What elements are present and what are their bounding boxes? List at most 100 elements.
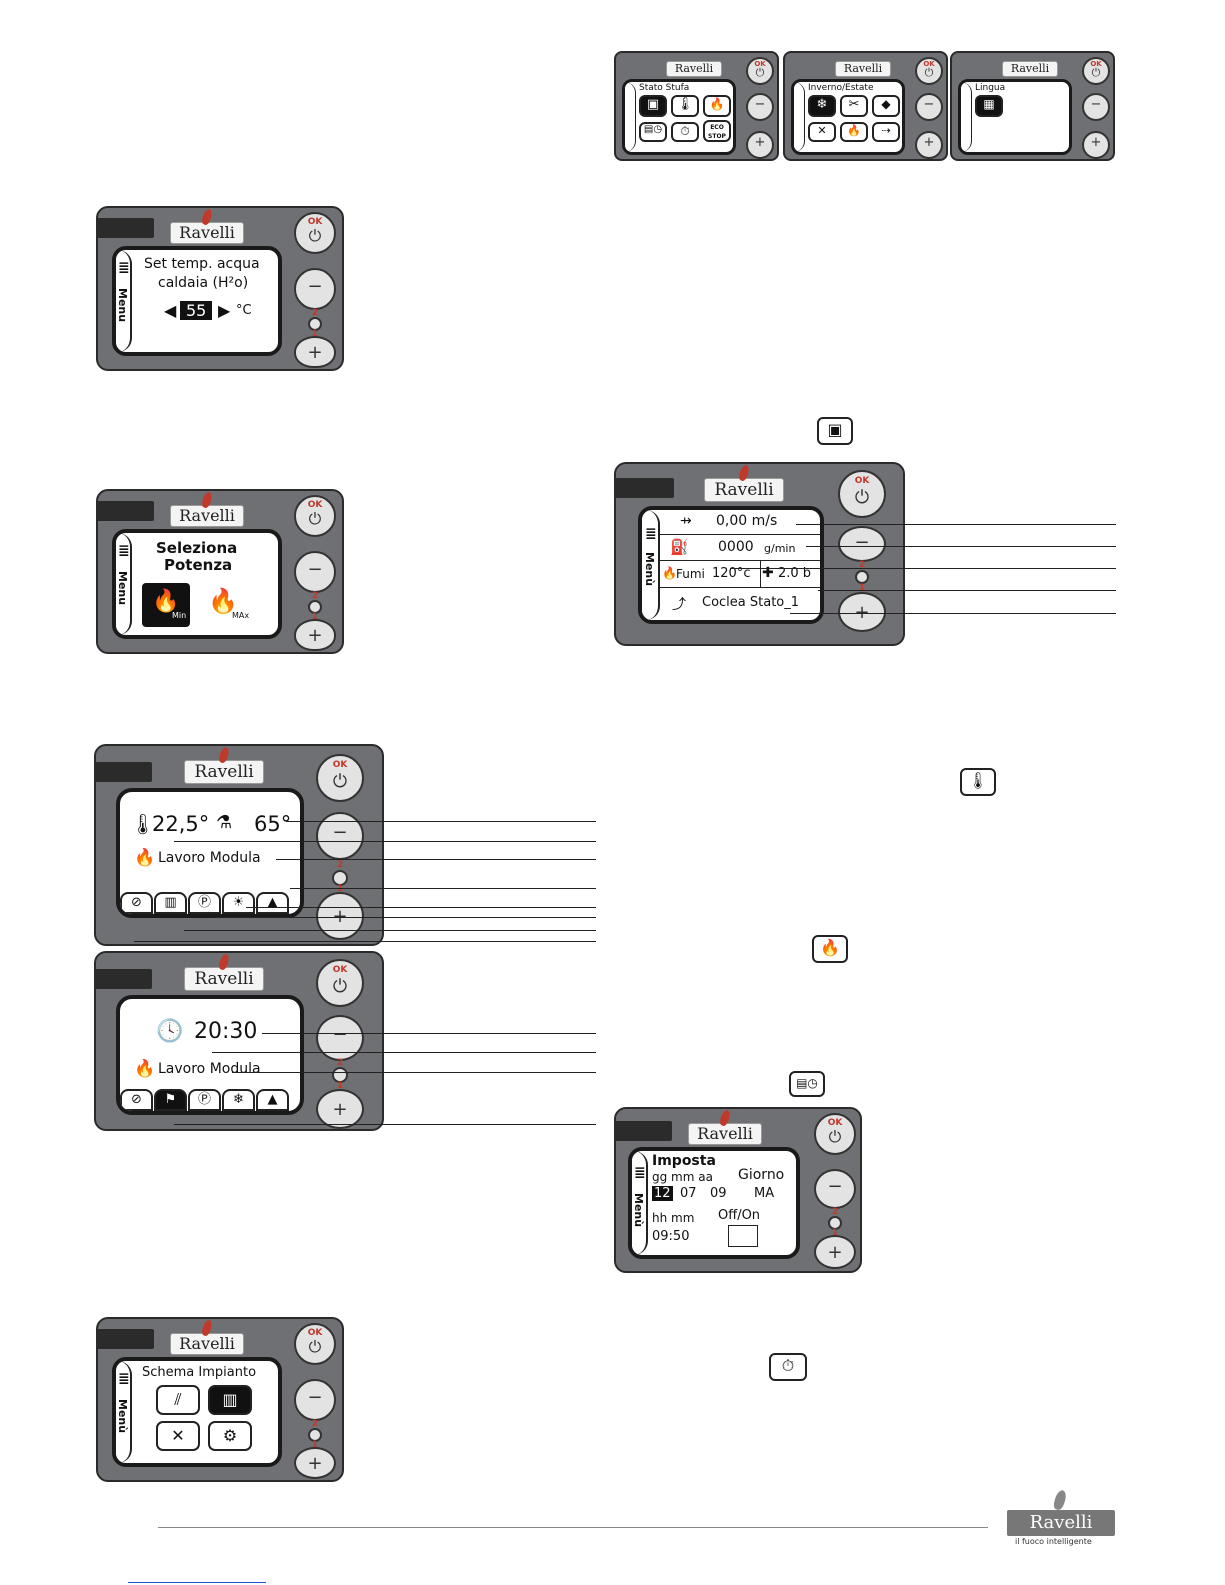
callout-line (246, 907, 596, 908)
plus-button[interactable]: + (316, 1089, 364, 1129)
minus-button[interactable]: − (838, 526, 886, 562)
callout-line (730, 568, 1116, 569)
power-max-option[interactable]: 🔥 MAx (208, 587, 250, 620)
ok-power-button[interactable]: OK⏻ (1082, 57, 1110, 85)
minus-button[interactable]: − (316, 812, 364, 860)
callout-line (286, 821, 596, 822)
plus-button[interactable]: + (814, 1235, 856, 1269)
panel-tab (96, 1329, 154, 1349)
menu-strip[interactable]: ≣ Menù (116, 1361, 132, 1463)
fan-value: 2.0 b (778, 566, 812, 581)
minus-button[interactable]: − (814, 1169, 856, 1209)
menu-strip[interactable]: ≣ Menù (632, 1151, 648, 1255)
tools-icon[interactable]: ✕ (156, 1421, 200, 1451)
mini-title: Lingua (975, 83, 1006, 93)
sanitary-water-icon[interactable]: ◆ (872, 95, 900, 117)
onoff-header: Off/On (718, 1208, 761, 1223)
ok-power-button[interactable]: OK⏻ (294, 495, 336, 537)
panel-tab (614, 478, 674, 498)
power-line1: Seleziona (156, 539, 238, 557)
fan-icon[interactable]: ✂ (840, 95, 868, 117)
ok-power-button[interactable]: OK⏻ (838, 470, 886, 518)
footer-logo: Ravelli il fuoco intelligente (1005, 1488, 1117, 1554)
eco-stop-icon[interactable]: ECO STOP (703, 120, 731, 142)
minus-button[interactable]: − (294, 551, 336, 593)
alarm-triangle-icon: ▲ (256, 892, 289, 914)
no-sanitary-icon: ⊘ (120, 892, 153, 914)
stopwatch-icon[interactable]: ⏱ (671, 122, 699, 142)
arrow-left-icon[interactable]: ◀ (164, 301, 177, 320)
ok-power-button[interactable]: OK⏻ (294, 1323, 336, 1365)
minus-button[interactable]: − (316, 1015, 364, 1061)
clock-icon: 🕓 (156, 1019, 184, 1044)
month-field[interactable]: 07 (680, 1186, 697, 1201)
pellet-load-icon[interactable]: ⇢ (872, 122, 900, 142)
menu-strip[interactable] (961, 82, 972, 152)
plus-button[interactable]: + (838, 592, 886, 632)
tools-icon[interactable]: ✕ (808, 122, 836, 142)
ravelli-logo: Ravelli (688, 1109, 762, 1145)
onoff-checkbox[interactable] (728, 1225, 758, 1247)
weekly-timer-icon[interactable]: ▤◷ (639, 122, 667, 142)
minus-button[interactable]: − (915, 93, 943, 121)
time-field[interactable]: 09:50 (652, 1229, 690, 1244)
temp-value[interactable]: 55 (180, 301, 213, 320)
menu-label: Menù (643, 552, 656, 587)
lcd-screen: 🕓 20:30 🔥 Lavoro Modula ⊘ ⚑ Ⓟ ❄ ▲ (116, 995, 304, 1115)
power-min-option[interactable]: 🔥 Min (142, 583, 190, 627)
plus-button[interactable]: + (1082, 131, 1110, 159)
minus-button[interactable]: − (746, 93, 774, 121)
status-icons: ⊘ ⚑ Ⓟ ❄ ▲ (120, 1087, 300, 1111)
mini-panel-stato: Ravelli Stato Stufa ▣ 🌡 🔥 ▤◷ ⏱ ECO STOP … (614, 51, 779, 161)
pellet-feed-icon: ⛽ (670, 538, 689, 556)
plus-button[interactable]: + (915, 131, 943, 159)
minus-button[interactable]: − (294, 268, 336, 310)
ok-power-button[interactable]: OK⏻ (294, 212, 336, 254)
plus-button[interactable]: + (294, 1447, 336, 1479)
sun-icon: ☀ (222, 892, 255, 914)
weekday-field[interactable]: MA (754, 1186, 775, 1201)
thermometer-icon[interactable]: 🌡 (671, 95, 699, 117)
ok-power-button[interactable]: OK⏻ (316, 959, 364, 1007)
plus-button[interactable]: + (294, 336, 336, 368)
language-map-icon[interactable]: ▦ (975, 95, 1003, 117)
ok-power-button[interactable]: OK⏻ (316, 754, 364, 802)
flame-icon[interactable]: 🔥 (703, 95, 731, 117)
menu-strip[interactable]: ≣ Menu (116, 533, 132, 635)
lcd-screen: ≣ Menù ⇸ 0,00 m/s ⛽ 0000 g/min 🔥 Fumi 12… (638, 506, 824, 624)
footer-rule (158, 1527, 988, 1528)
gear-icon[interactable]: ⚙ (208, 1421, 252, 1451)
menu-strip[interactable]: ≣ Menù (642, 510, 660, 620)
mini-panel-lingua: Ravelli Lingua ▦ OK⏻ − + (950, 51, 1115, 161)
menu-strip[interactable] (625, 82, 636, 152)
menu-label: Menu (116, 288, 129, 323)
snowflake-icon[interactable]: ❄ (808, 95, 836, 117)
year-field[interactable]: 09 (710, 1186, 727, 1201)
day-field[interactable]: 12 (652, 1186, 673, 1201)
panel-temp-set: Ravelli ≣ Menu Set temp. acqua caldaia (… (96, 206, 344, 371)
minus-button[interactable]: − (294, 1379, 336, 1421)
power-line2: Potenza (164, 556, 233, 574)
lcd-screen: Lingua ▦ (958, 79, 1072, 155)
ok-power-button[interactable]: OK⏻ (814, 1113, 856, 1155)
ok-power-button[interactable]: OK⏻ (915, 57, 943, 85)
alarm-triangle-icon: ▲ (256, 1089, 289, 1111)
stove-status-icon[interactable]: ▣ (639, 95, 667, 117)
plus-button[interactable]: + (294, 619, 336, 651)
callout-line (134, 941, 596, 942)
minus-button[interactable]: − (1082, 93, 1110, 121)
radiator-plant-icon[interactable]: ▥ (208, 1385, 252, 1415)
arrow-right-icon[interactable]: ▶ (218, 301, 231, 320)
menu-strip[interactable]: ≣ Menu (116, 250, 132, 352)
flame-off-icon[interactable]: 🔥 (840, 122, 868, 142)
menu-strip[interactable] (794, 82, 805, 152)
water-temp-icon: ⚗ (216, 812, 233, 833)
plus-button[interactable]: + (746, 131, 774, 159)
plus-button[interactable]: + (316, 892, 364, 940)
ok-power-button[interactable]: OK⏻ (746, 57, 774, 85)
indicator-dot (828, 1216, 842, 1230)
stove-only-icon[interactable]: ⫽ (156, 1385, 200, 1415)
pellet-rate-value: 0000 (718, 539, 754, 555)
panel-stato-stufa: Ravelli ≣ Menù ⇸ 0,00 m/s ⛽ 0000 g/min 🔥… (614, 462, 905, 646)
panel-tab (96, 218, 154, 238)
